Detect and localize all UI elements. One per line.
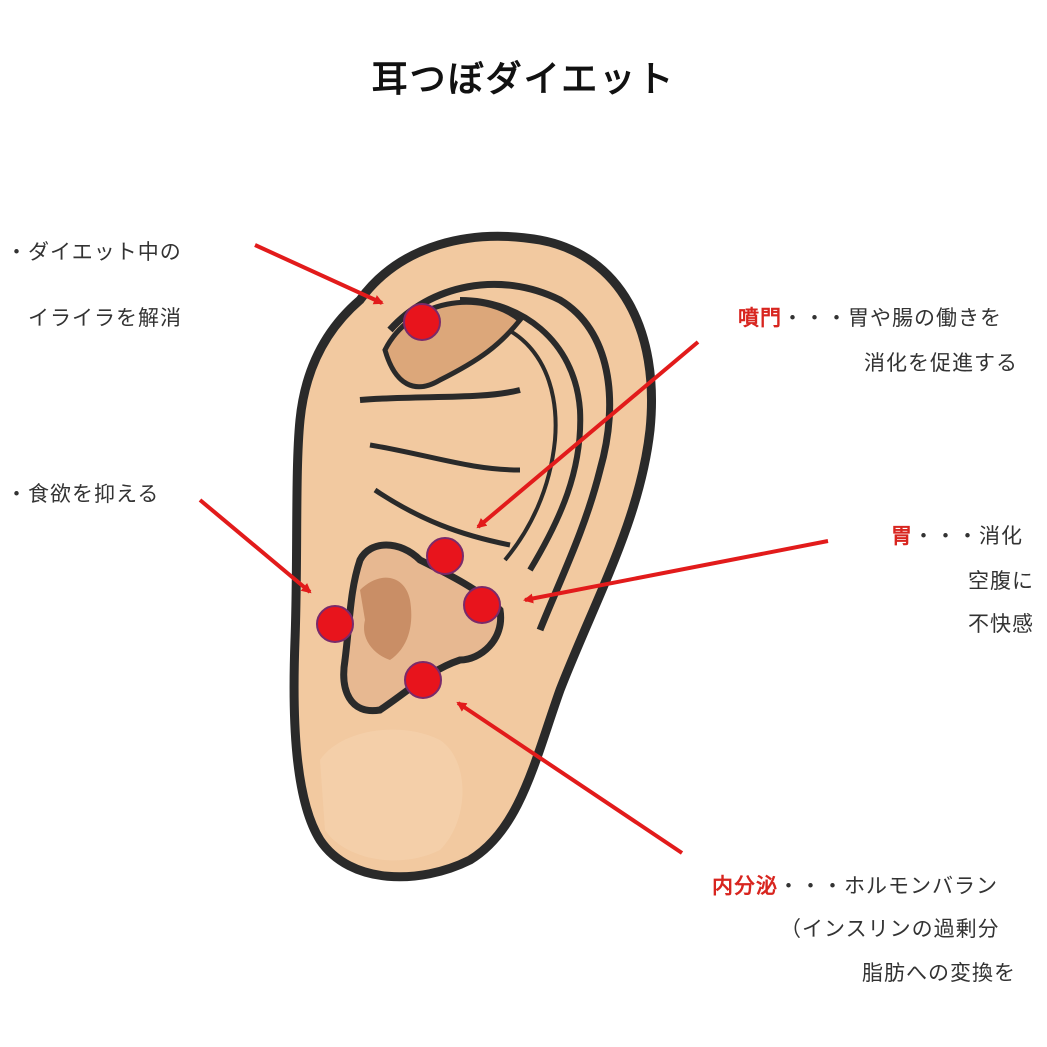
tragus-shadow — [360, 577, 412, 660]
concha-line-3 — [373, 487, 511, 548]
acupoint-appetite — [316, 605, 354, 643]
acupoint-funmon — [426, 537, 464, 575]
label-irritation-line2: イライラを解消 — [28, 306, 182, 330]
antihelix-inner — [479, 318, 558, 562]
helix-ridge — [387, 280, 614, 632]
antihelix-ridge — [459, 297, 584, 572]
concha-line-1 — [359, 387, 521, 403]
page-title: 耳つぼダイエット — [371, 58, 676, 100]
label-endocrine-name: 内分泌 — [712, 873, 778, 898]
label-funmon-line1: 噴門・・・胃や腸の働きを — [738, 302, 1002, 332]
arrow-appetite — [198, 498, 312, 594]
label-endocrine-line2: （インスリンの過剰分 — [780, 917, 1000, 941]
label-stomach-line2: 空腹に — [968, 569, 1034, 593]
acupoint-endocrine — [404, 661, 442, 699]
label-funmon-name: 噴門 — [738, 305, 782, 330]
label-stomach-line3: 不快感 — [968, 612, 1034, 636]
label-appetite: ・食欲を抑える — [6, 482, 160, 506]
label-stomach-name: 胃 — [891, 523, 913, 548]
label-stomach-desc: ・・・消化 — [913, 524, 1023, 548]
earlobe — [320, 729, 463, 861]
label-endocrine-line3: 脂肪への変換を — [862, 961, 1016, 985]
label-funmon-line2: 消化を促進する — [864, 351, 1018, 375]
label-stomach-line1: 胃・・・消化 — [891, 520, 1023, 550]
arrow-irritation — [254, 243, 384, 305]
label-endocrine-desc: ・・・ホルモンバラン — [778, 874, 998, 898]
acupoint-stomach — [463, 586, 501, 624]
arrow-funmon — [476, 340, 700, 529]
arrow-endocrine — [456, 701, 684, 855]
concha-line-2 — [369, 442, 521, 473]
label-irritation-line1: ・ダイエット中の — [6, 240, 182, 264]
label-funmon-desc: ・・・胃や腸の働きを — [782, 306, 1002, 330]
arrow-stomach — [523, 539, 829, 604]
label-endocrine-line1: 内分泌・・・ホルモンバラン — [712, 870, 998, 900]
acupoint-irritation — [403, 303, 441, 341]
